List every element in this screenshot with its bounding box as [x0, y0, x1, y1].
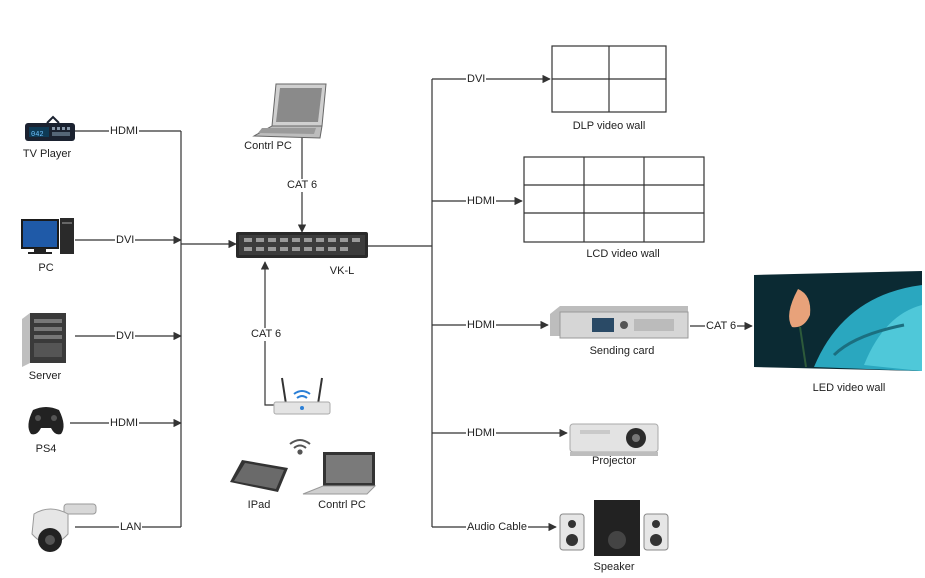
- lcd-video-wall-label: LCD video wall: [586, 248, 660, 260]
- server-label: Server: [28, 370, 62, 382]
- server-icon: [22, 313, 66, 367]
- sending-card-label: Sending card: [589, 345, 655, 357]
- tv-player-icon: [25, 115, 75, 141]
- pc-label: PC: [38, 262, 54, 274]
- tv-player-display-text: 042: [31, 131, 44, 139]
- tv-player-label: TV Player: [22, 148, 72, 160]
- dlp-video-wall-label: DLP video wall: [572, 120, 646, 132]
- speaker-icon: [559, 500, 669, 556]
- lcd-link-label: HDMI: [466, 195, 497, 208]
- speaker-label: Speaker: [593, 561, 635, 573]
- ps4-controller-icon: [28, 407, 64, 435]
- led-video-wall-label: LED video wall: [812, 382, 886, 394]
- ipad-icon: [230, 460, 288, 492]
- sending-card-icon: [550, 306, 689, 339]
- tv-player-link-label: HDMI: [109, 125, 140, 138]
- sending-card-link-label: HDMI: [466, 319, 497, 332]
- router-icon: [273, 377, 331, 415]
- laptop-icon: [252, 83, 327, 139]
- ps4-link-label: HDMI: [109, 417, 140, 430]
- pc-icon: [21, 218, 74, 254]
- laptop-bottom-icon: [302, 452, 377, 495]
- bottom-control-pc-label: Contrl PC: [318, 499, 366, 511]
- projector-link-label: HDMI: [466, 427, 497, 440]
- control-lines: [260, 133, 307, 406]
- vk-l-label: VK-L: [329, 265, 355, 277]
- projector-icon: [569, 423, 659, 456]
- control-top-link-label: CAT 6: [286, 179, 319, 192]
- ipad-label: IPad: [247, 499, 271, 511]
- camera-link-label: LAN: [119, 521, 143, 534]
- camera-icon: [31, 503, 97, 552]
- top-control-pc-label: Contrl PC: [244, 140, 292, 152]
- ps4-label: PS4: [35, 443, 57, 455]
- projector-label: Projector: [591, 455, 637, 467]
- wifi-icon: [289, 439, 311, 455]
- server-link-label: DVI: [115, 330, 136, 343]
- output-lines: [368, 74, 753, 532]
- speaker-link-label: Audio Cable: [466, 521, 528, 534]
- pc-link-label: DVI: [115, 234, 136, 247]
- lcd-video-wall: [523, 156, 705, 243]
- led-video-wall: [754, 271, 922, 371]
- sending-card-out-link-label: CAT 6: [705, 320, 738, 333]
- dlp-link-label: DVI: [466, 73, 487, 86]
- vk-l-processor-icon: [236, 232, 368, 258]
- dlp-video-wall: [551, 45, 667, 113]
- control-bottom-link-label: CAT 6: [250, 328, 283, 341]
- input-lines: [70, 130, 237, 528]
